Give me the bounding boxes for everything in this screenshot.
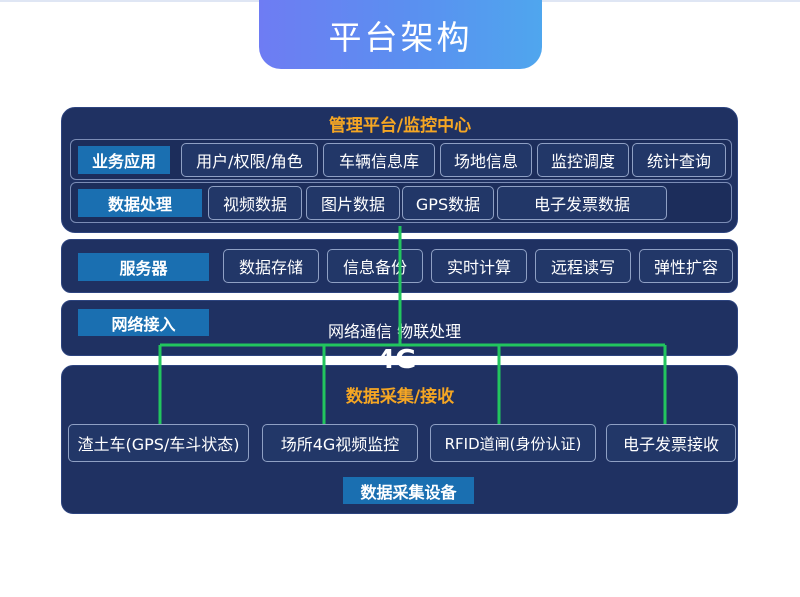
server-item-remote[interactable]: 远程读写 xyxy=(535,249,631,283)
data-item-video[interactable]: 视频数据 xyxy=(208,186,302,220)
server-label: 服务器 xyxy=(78,253,209,281)
collection-footer-label: 数据采集设备 xyxy=(343,477,474,504)
server-item-scaling[interactable]: 弹性扩容 xyxy=(639,249,733,283)
platform-heading: 管理平台/监控中心 xyxy=(328,115,472,136)
business-item-sites[interactable]: 场地信息 xyxy=(440,143,532,177)
collection-item-rfid[interactable]: RFID道闸(身份认证) xyxy=(430,424,596,462)
business-item-vehicles[interactable]: 车辆信息库 xyxy=(323,143,435,177)
collection-heading: 数据采集/接收 xyxy=(345,386,455,407)
business-item-users[interactable]: 用户/权限/角色 xyxy=(181,143,318,177)
server-item-storage[interactable]: 数据存储 xyxy=(223,249,319,283)
network-text: 网络通信 物联处理 xyxy=(328,322,462,341)
page-title: 平台架构 xyxy=(259,0,542,69)
data-item-images[interactable]: 图片数据 xyxy=(306,186,400,220)
server-item-compute[interactable]: 实时计算 xyxy=(431,249,527,283)
business-item-monitoring[interactable]: 监控调度 xyxy=(537,143,629,177)
collection-item-truck[interactable]: 渣土车(GPS/车斗状态) xyxy=(68,424,249,462)
collection-item-video-monitoring[interactable]: 场所4G视频监控 xyxy=(262,424,418,462)
data-processing-label: 数据处理 xyxy=(78,189,202,217)
server-item-backup[interactable]: 信息备份 xyxy=(327,249,423,283)
network-4g-tag: 4G xyxy=(377,345,417,375)
data-item-invoice[interactable]: 电子发票数据 xyxy=(497,186,667,220)
business-label: 业务应用 xyxy=(78,146,170,174)
network-label: 网络接入 xyxy=(78,309,209,336)
data-item-gps[interactable]: GPS数据 xyxy=(402,186,494,220)
collection-item-invoice[interactable]: 电子发票接收 xyxy=(606,424,736,462)
business-item-statistics[interactable]: 统计查询 xyxy=(632,143,726,177)
